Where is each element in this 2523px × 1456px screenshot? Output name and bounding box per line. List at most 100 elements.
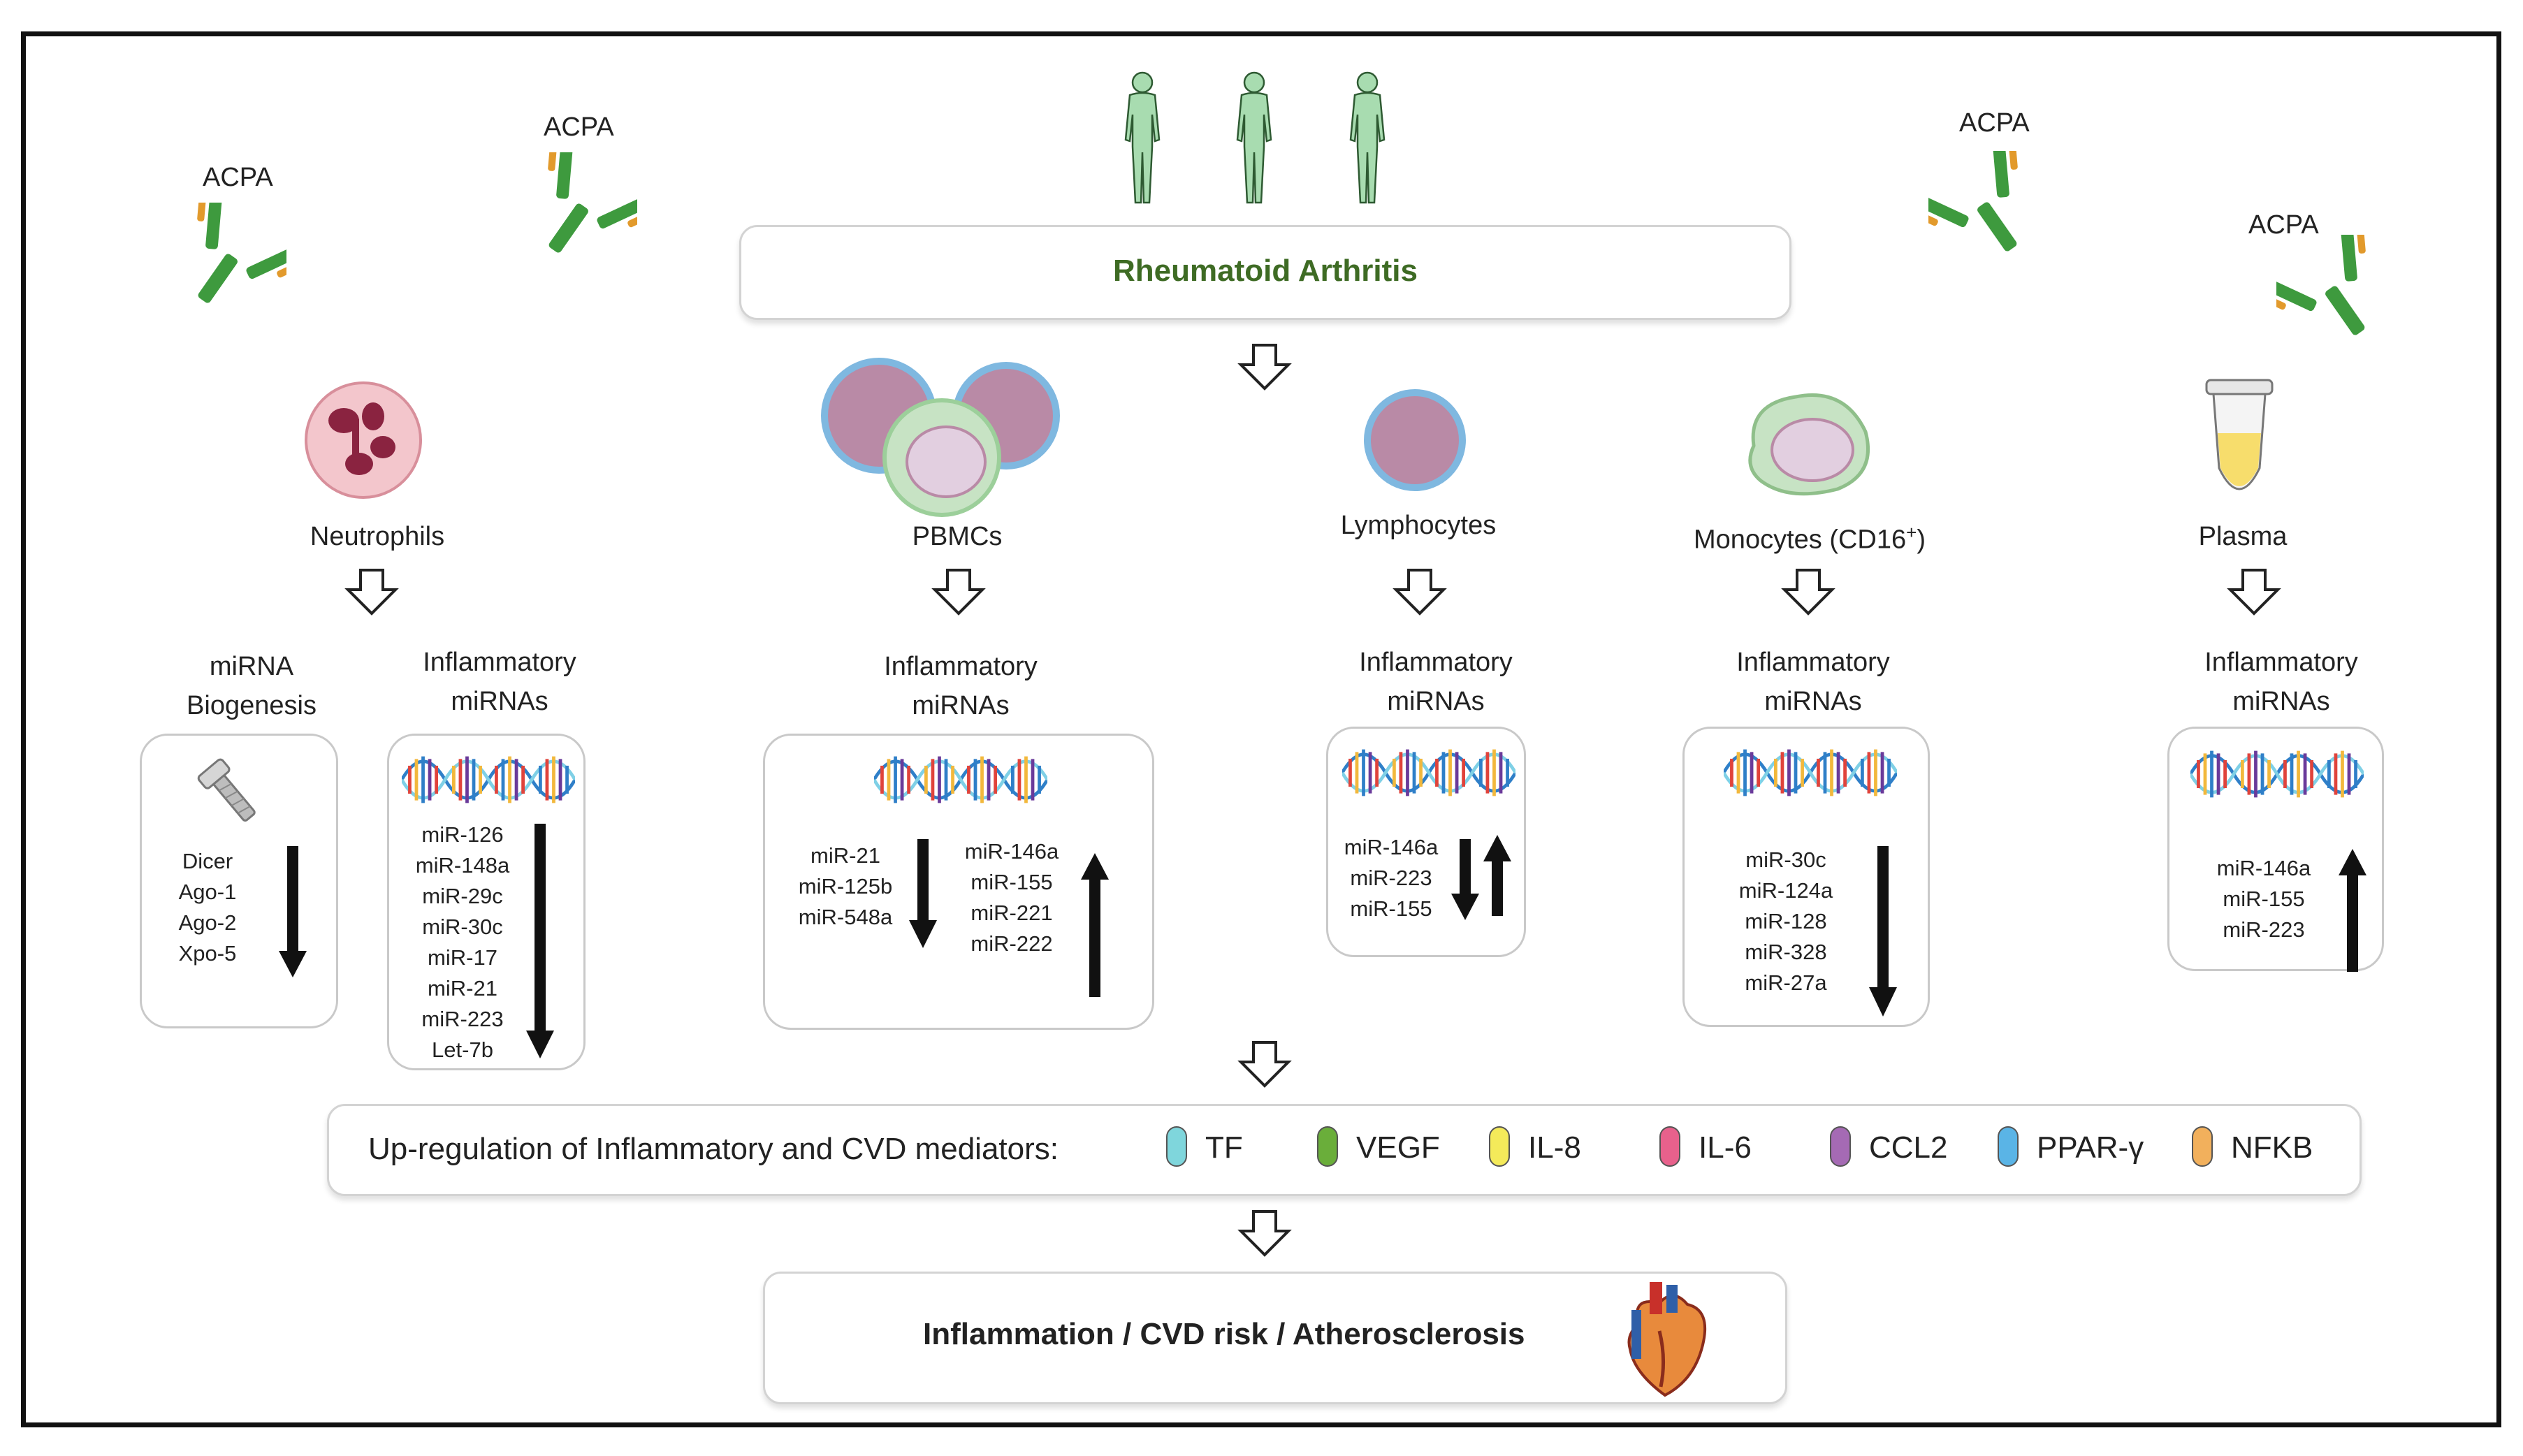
heading-neutrophil-inflammatory: Inflammatory miRNAs: [423, 648, 576, 716]
dna-icon: [2190, 743, 2364, 806]
list-item: miR-155: [2223, 887, 2305, 911]
cell-label-monocytes: Monocytes (CD16+): [1694, 522, 1926, 555]
down-arrow-icon: [1869, 846, 1897, 1017]
list-item: miR-30c: [1745, 847, 1826, 872]
list-item: miR-223: [1350, 866, 1432, 890]
list-item: miR-222: [970, 931, 1053, 956]
list-item: miR-146a: [1344, 835, 1439, 859]
cell-label-lymphocytes: Lymphocytes: [1340, 511, 1497, 540]
human-figure-icon: [1223, 70, 1286, 210]
down-arrow-icon: [279, 846, 307, 977]
list-item: miR-125b: [798, 874, 893, 898]
heart-icon: [1627, 1282, 1707, 1397]
list-item: miR-29c: [422, 884, 503, 908]
dna-icon: [1342, 741, 1515, 804]
heading-mirna-biogenesis: miRNA Biogenesis: [187, 652, 317, 720]
monocyte-mirna-panel: miR-30c miR-124a miR-128 miR-328 miR-27a: [1682, 727, 1930, 1027]
list-item: miR-548a: [798, 905, 893, 929]
lymphocyte-icon: [1364, 389, 1466, 491]
list-item: miR-328: [1745, 940, 1827, 964]
plasma-tube-icon: [2205, 379, 2274, 490]
mediator-il6: IL-6: [1659, 1126, 1752, 1170]
down-arrow-icon: [909, 839, 937, 948]
down-arrow-icon: [1451, 839, 1479, 920]
list-item: miR-124a: [1738, 878, 1833, 903]
pbmc-down-list: miR-21 miR-125b miR-548a: [793, 840, 898, 933]
pbmcs-icon: [821, 358, 1060, 517]
cell-label-plasma: Plasma: [2198, 522, 2288, 551]
list-item: Dicer: [182, 849, 233, 873]
list-item: miR-21: [810, 843, 880, 868]
human-figure-icon: [1336, 70, 1399, 210]
list-item: Ago-1: [178, 880, 237, 904]
dna-icon: [402, 748, 575, 811]
lymphocyte-mirna-panel: miR-146a miR-223 miR-155: [1326, 727, 1526, 957]
figure-frame: [21, 31, 2501, 1427]
down-arrow-icon: [2226, 567, 2282, 616]
down-arrow-icon: [1392, 567, 1448, 616]
capsule-icon: [1489, 1126, 1510, 1167]
bolt-icon: [197, 758, 256, 822]
capsule-icon: [1998, 1126, 2019, 1167]
list-item: miR-223: [2223, 917, 2305, 942]
neutrophil-mirna-list: miR-126 miR-148a miR-29c miR-30c miR-17 …: [410, 820, 515, 1065]
mediator-ppar-gamma: PPAR-γ: [1998, 1126, 2144, 1170]
capsule-icon: [2192, 1126, 2213, 1167]
down-arrow-icon: [931, 567, 987, 616]
heading-pbmc-inflammatory: Inflammatory miRNAs: [884, 652, 1038, 720]
plasma-mirna-panel: miR-146a miR-155 miR-223: [2167, 727, 2384, 972]
mediator-vegf: VEGF: [1317, 1126, 1440, 1170]
up-arrow-icon: [1081, 853, 1109, 997]
acpa-label-4: ACPA: [2248, 210, 2319, 240]
down-arrow-icon: [344, 567, 400, 616]
cell-label-neutrophils: Neutrophils: [310, 522, 445, 551]
ra-title: Rheumatoid Arthritis: [1113, 254, 1418, 288]
cell-label-pbmcs: PBMCs: [912, 522, 1003, 551]
heading-lymphocyte-inflammatory: Inflammatory miRNAs: [1359, 648, 1513, 716]
list-item: miR-17: [428, 945, 497, 970]
heading-plasma-inflammatory: Inflammatory miRNAs: [2204, 648, 2358, 716]
list-item: miR-155: [970, 870, 1053, 894]
outcome-title: Inflammation / CVD risk / Atherosclerosi…: [923, 1317, 1525, 1351]
list-item: Xpo-5: [178, 941, 237, 966]
capsule-icon: [1166, 1126, 1187, 1167]
list-item: miR-146a: [964, 839, 1059, 864]
acpa-label-1: ACPA: [203, 163, 273, 192]
list-item: miR-155: [1350, 896, 1432, 921]
antibody-icon: [1928, 151, 2040, 266]
list-item: Ago-2: [178, 910, 237, 935]
biogenesis-list: Dicer Ago-1 Ago-2 Xpo-5: [166, 846, 249, 969]
list-item: miR-146a: [2216, 856, 2311, 880]
down-arrow-icon: [1237, 342, 1293, 391]
pbmc-up-list: miR-146a miR-155 miR-221 miR-222: [952, 836, 1071, 959]
monocyte-icon: [1748, 393, 1870, 496]
lymphocyte-mirna-list: miR-146a miR-223 miR-155: [1342, 832, 1440, 924]
mediator-tf: TF: [1166, 1126, 1243, 1170]
list-item: miR-148a: [415, 853, 510, 878]
outcome-box: Inflammation / CVD risk / Atherosclerosi…: [763, 1272, 1787, 1404]
up-arrow-icon: [2339, 849, 2366, 972]
mediator-il8: IL-8: [1489, 1126, 1581, 1170]
pbmc-mirna-panel: miR-21 miR-125b miR-548a miR-146a miR-15…: [763, 734, 1154, 1030]
neutrophil-icon: [305, 381, 422, 499]
ra-box: Rheumatoid Arthritis: [739, 225, 1791, 320]
dna-icon: [874, 748, 1047, 811]
human-figure-icon: [1111, 70, 1174, 210]
down-arrow-icon: [1237, 1209, 1293, 1258]
antibody-icon: [2276, 235, 2388, 350]
biogenesis-panel: Dicer Ago-1 Ago-2 Xpo-5: [140, 734, 338, 1028]
list-item: miR-221: [970, 901, 1053, 925]
capsule-icon: [1659, 1126, 1680, 1167]
list-item: miR-30c: [422, 915, 503, 939]
mediator-ccl2: CCL2: [1830, 1126, 1948, 1170]
acpa-label-3: ACPA: [1959, 108, 2030, 138]
down-arrow-icon: [1780, 567, 1836, 616]
list-item: miR-21: [428, 976, 497, 1000]
acpa-label-2: ACPA: [544, 112, 614, 142]
list-item: miR-27a: [1745, 970, 1827, 995]
list-item: Let-7b: [432, 1038, 493, 1062]
down-arrow-icon: [1237, 1040, 1293, 1089]
mediators-box: Up-regulation of Inflammatory and CVD me…: [327, 1104, 2362, 1196]
up-arrow-icon: [1483, 835, 1511, 916]
heading-monocyte-inflammatory: Inflammatory miRNAs: [1736, 648, 1890, 716]
